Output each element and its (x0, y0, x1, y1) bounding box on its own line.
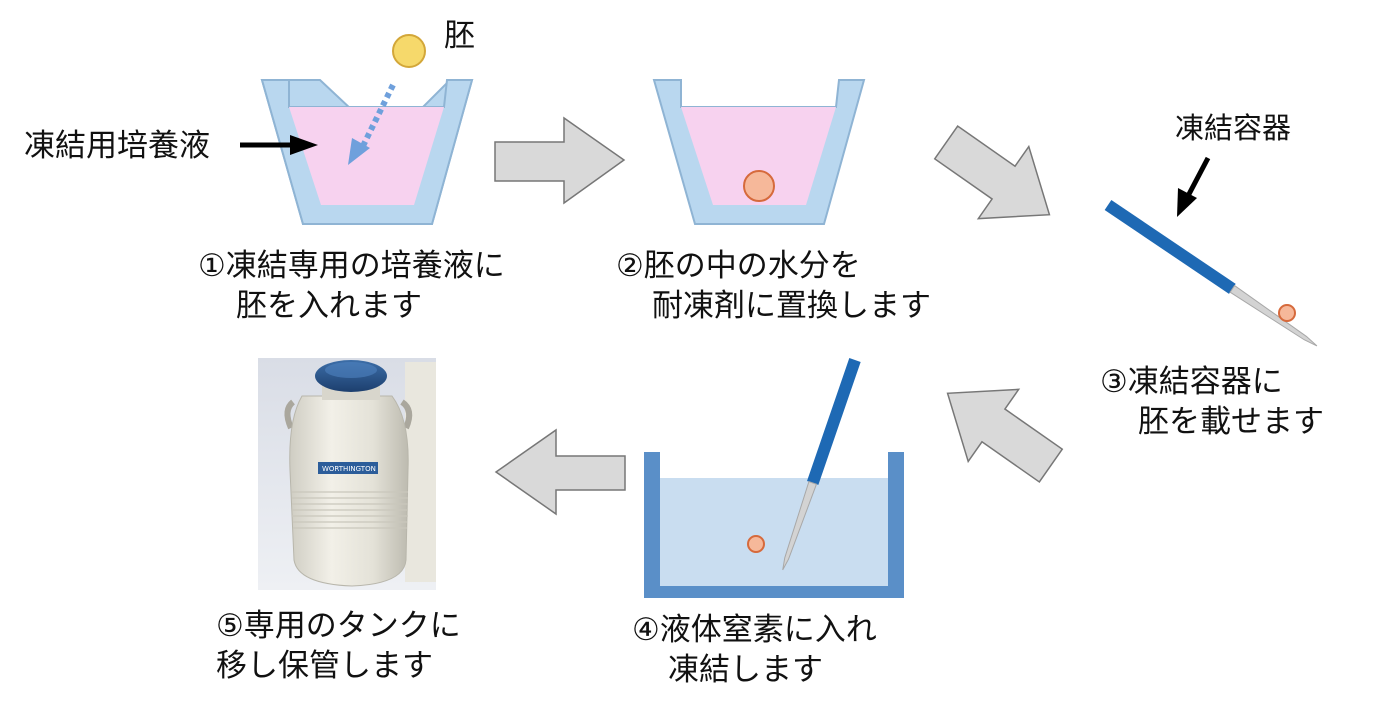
pink-medium (681, 107, 836, 205)
step2-caption-line2: 耐凍剤に置換します (652, 288, 931, 324)
step3-caption: ③凍結容器に 胚を載せます (1100, 362, 1324, 442)
straw-in-nitrogen (782, 358, 861, 571)
tank-body (289, 395, 409, 587)
step5-caption-line1: ⑤専用のタンクに (216, 608, 461, 644)
tank-label-plate (318, 462, 378, 474)
medium-pointer-arrow (240, 135, 318, 155)
step5-caption-line2: 移し保管します (216, 648, 433, 684)
embryo-on-straw (1278, 304, 1296, 322)
embryo-in-cup (743, 170, 775, 202)
step3-caption-line1: ③凍結容器に (1100, 364, 1283, 400)
step5-caption: ⑤専用のタンクに 移し保管します (216, 606, 461, 686)
embryo-falling (392, 34, 426, 68)
dotted-arrow (348, 83, 396, 165)
liquid-nitrogen (654, 478, 894, 586)
straw-device (1104, 200, 1318, 347)
step1-caption-line1: ①凍結専用の培養液に (198, 248, 505, 284)
step4-caption-line2: 凍結します (668, 652, 823, 688)
container-pointer-arrow (1177, 156, 1211, 217)
flow-arrow-3-4 (946, 388, 1064, 483)
tank-brand-text: WORTHINGTON (322, 465, 376, 473)
flow-arrow-2-3 (933, 125, 1051, 220)
step3-caption-line2: 胚を載せます (1138, 404, 1324, 440)
flow-arrow-1-2 (494, 116, 626, 205)
step4-caption: ④液体窒素に入れ 凍結します (632, 610, 877, 690)
step1-cup (260, 79, 474, 225)
step1-caption: ①凍結専用の培養液に 胚を入れます (198, 246, 505, 326)
nitrogen-container (644, 452, 904, 598)
storage-tank-photo: WORTHINGTON (258, 358, 436, 590)
embryo-in-nitrogen (747, 535, 765, 553)
tank-handle-left (284, 399, 296, 430)
tank-lid-top (325, 362, 377, 378)
flow-arrow-4-5 (494, 428, 626, 516)
straw-tip (1229, 284, 1318, 347)
container-label: 凍結容器 (1175, 111, 1291, 145)
straw-blue-body (1104, 200, 1236, 294)
medium-label: 凍結用培養液 (24, 128, 210, 164)
step2-caption-line1: ②胚の中の水分を (616, 248, 861, 284)
tank-handle-right (400, 399, 413, 430)
step2-caption: ②胚の中の水分を 耐凍剤に置換します (616, 246, 931, 326)
embryo-label: 胚 (444, 18, 475, 54)
step2-cup (652, 79, 866, 225)
straw-tip (782, 480, 818, 571)
step1-caption-line2: 胚を入れます (236, 288, 422, 324)
straw-blue-body (807, 358, 861, 485)
pink-medium-front (289, 107, 444, 205)
tank-ribs (292, 491, 408, 529)
step4-caption-line1: ④液体窒素に入れ (632, 612, 877, 648)
background-tank (405, 362, 436, 582)
